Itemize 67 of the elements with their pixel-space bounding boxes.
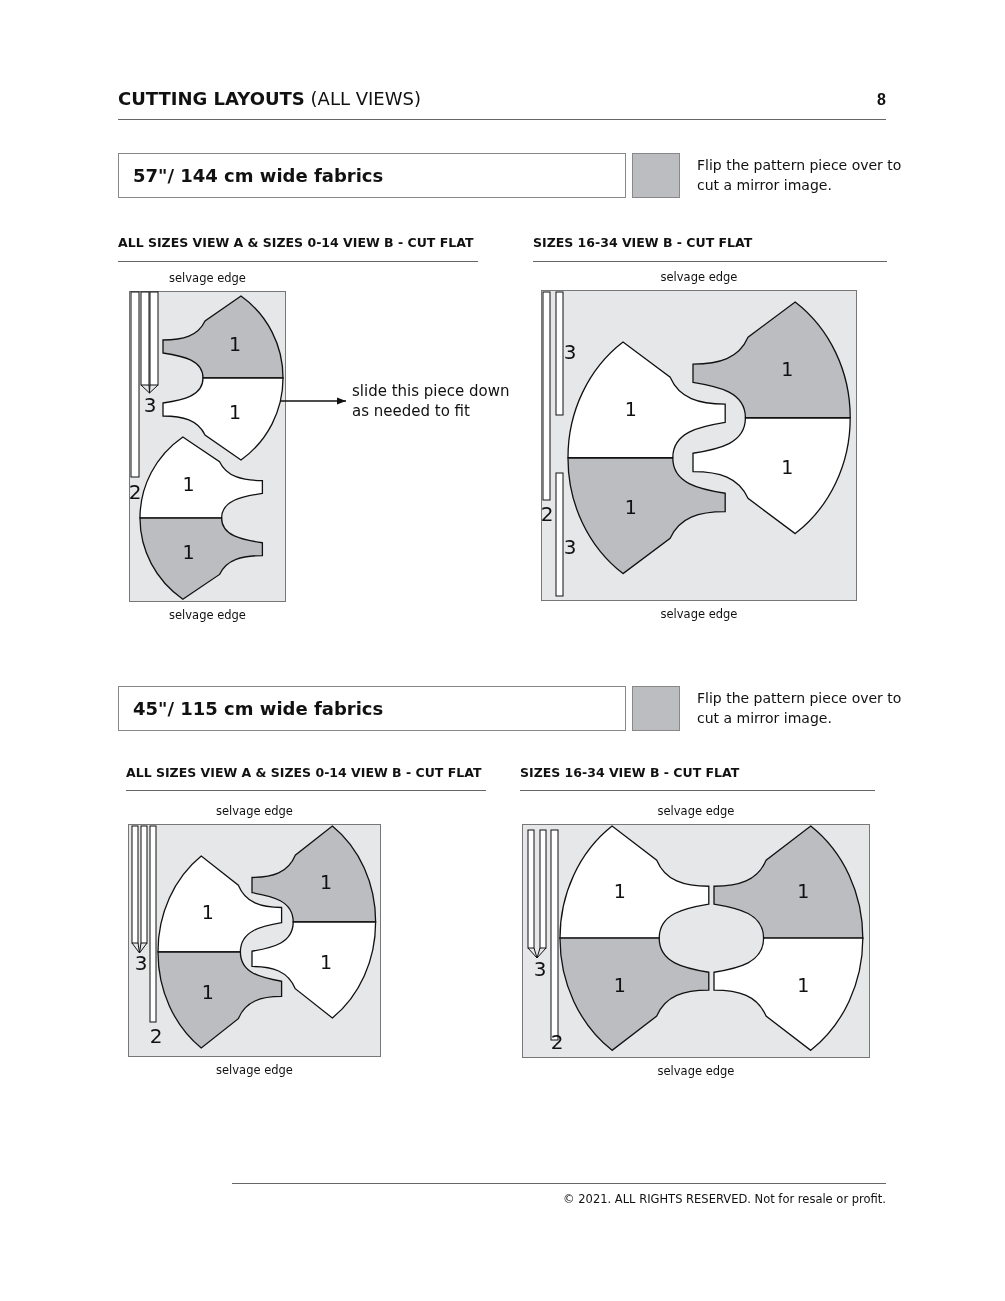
- selvage-caption: selvage edge: [660, 607, 738, 621]
- pattern-piece: [163, 378, 283, 460]
- heading-box: [118, 153, 626, 198]
- piece-number: 1: [781, 457, 794, 477]
- selvage-caption: selvage edge: [657, 804, 735, 818]
- copyright-notice: © 2021. ALL RIGHTS RESERVED. Not for resale or profit.: [563, 1192, 886, 1206]
- section-heading: ALL SIZES VIEW A & SIZES 0-14 VIEW B - CUT FLAT: [118, 235, 474, 250]
- piece-number: 1: [797, 975, 810, 995]
- piece-number: 1: [228, 334, 242, 354]
- piece-number: 3: [563, 342, 577, 362]
- heading-text: 45"/ 115 cm wide fabrics: [133, 698, 384, 719]
- pattern-piece: [158, 856, 282, 952]
- note-text: slide this piece down as needed to fit: [352, 381, 512, 421]
- piece-number: 1: [182, 542, 195, 562]
- piece-number: 1: [201, 902, 214, 922]
- pattern-piece: [560, 825, 709, 938]
- pattern-piece: [560, 938, 709, 1051]
- pattern-piece: [714, 825, 863, 938]
- legend-text: Flip the pattern piece over to cut a mirror image.: [697, 689, 903, 728]
- piece-number: 2: [540, 504, 554, 524]
- pattern-piece: [252, 826, 376, 922]
- piece-number: 1: [228, 402, 242, 422]
- pattern-piece: [139, 436, 262, 518]
- fabric-rectangle: [128, 824, 381, 1057]
- piece-number: 1: [624, 399, 637, 419]
- selvage-caption: selvage edge: [169, 271, 246, 285]
- pattern-piece: [567, 342, 725, 458]
- pattern-piece: [252, 922, 376, 1018]
- piece-number: 2: [550, 1032, 564, 1052]
- piece-number: 2: [128, 482, 142, 502]
- pattern-piece: [693, 302, 851, 418]
- selvage-caption: selvage edge: [216, 1063, 293, 1077]
- piece-number: 1: [201, 982, 214, 1002]
- piece-number: 1: [320, 872, 333, 892]
- legend-text: Flip the pattern piece over to cut a mirror image.: [697, 156, 903, 195]
- piece-number: 1: [613, 975, 626, 995]
- section-heading: SIZES 16-34 VIEW B - CUT FLAT: [520, 765, 740, 780]
- section-heading: ALL SIZES VIEW A & SIZES 0-14 VIEW B - CUT FLAT: [126, 765, 482, 780]
- selvage-caption: selvage edge: [169, 608, 246, 622]
- piece-number: 2: [149, 1026, 163, 1046]
- section-heading: SIZES 16-34 VIEW B - CUT FLAT: [533, 235, 753, 250]
- piece-number: 1: [613, 881, 626, 901]
- pattern-piece: [567, 458, 725, 574]
- heading-box: [118, 686, 626, 731]
- pattern-piece: [163, 296, 283, 378]
- fabric-rectangle: [129, 291, 286, 602]
- arrow: [280, 397, 347, 405]
- page-number: 8: [877, 91, 886, 109]
- selvage-caption: selvage edge: [216, 804, 293, 818]
- piece-number: 1: [781, 359, 794, 379]
- piece-number: 1: [182, 474, 195, 494]
- piece-number: 3: [134, 953, 148, 973]
- fabric-rectangle: [541, 290, 857, 601]
- piece-number: 3: [143, 395, 157, 415]
- piece-number: 1: [797, 881, 810, 901]
- fabric-rectangle: [522, 824, 870, 1058]
- piece-number: 3: [563, 537, 577, 557]
- selvage-caption: selvage edge: [660, 270, 738, 284]
- pattern-piece: [693, 418, 851, 534]
- pattern-piece: [139, 518, 262, 600]
- selvage-caption: selvage edge: [657, 1064, 735, 1078]
- piece-number: 3: [533, 959, 547, 979]
- piece-number: 1: [320, 952, 333, 972]
- pattern-piece: [714, 938, 863, 1051]
- piece-number: 1: [624, 497, 637, 517]
- page-title: CUTTING LAYOUTS (ALL VIEWS): [118, 88, 421, 109]
- heading-text: 57"/ 144 cm wide fabrics: [133, 165, 384, 186]
